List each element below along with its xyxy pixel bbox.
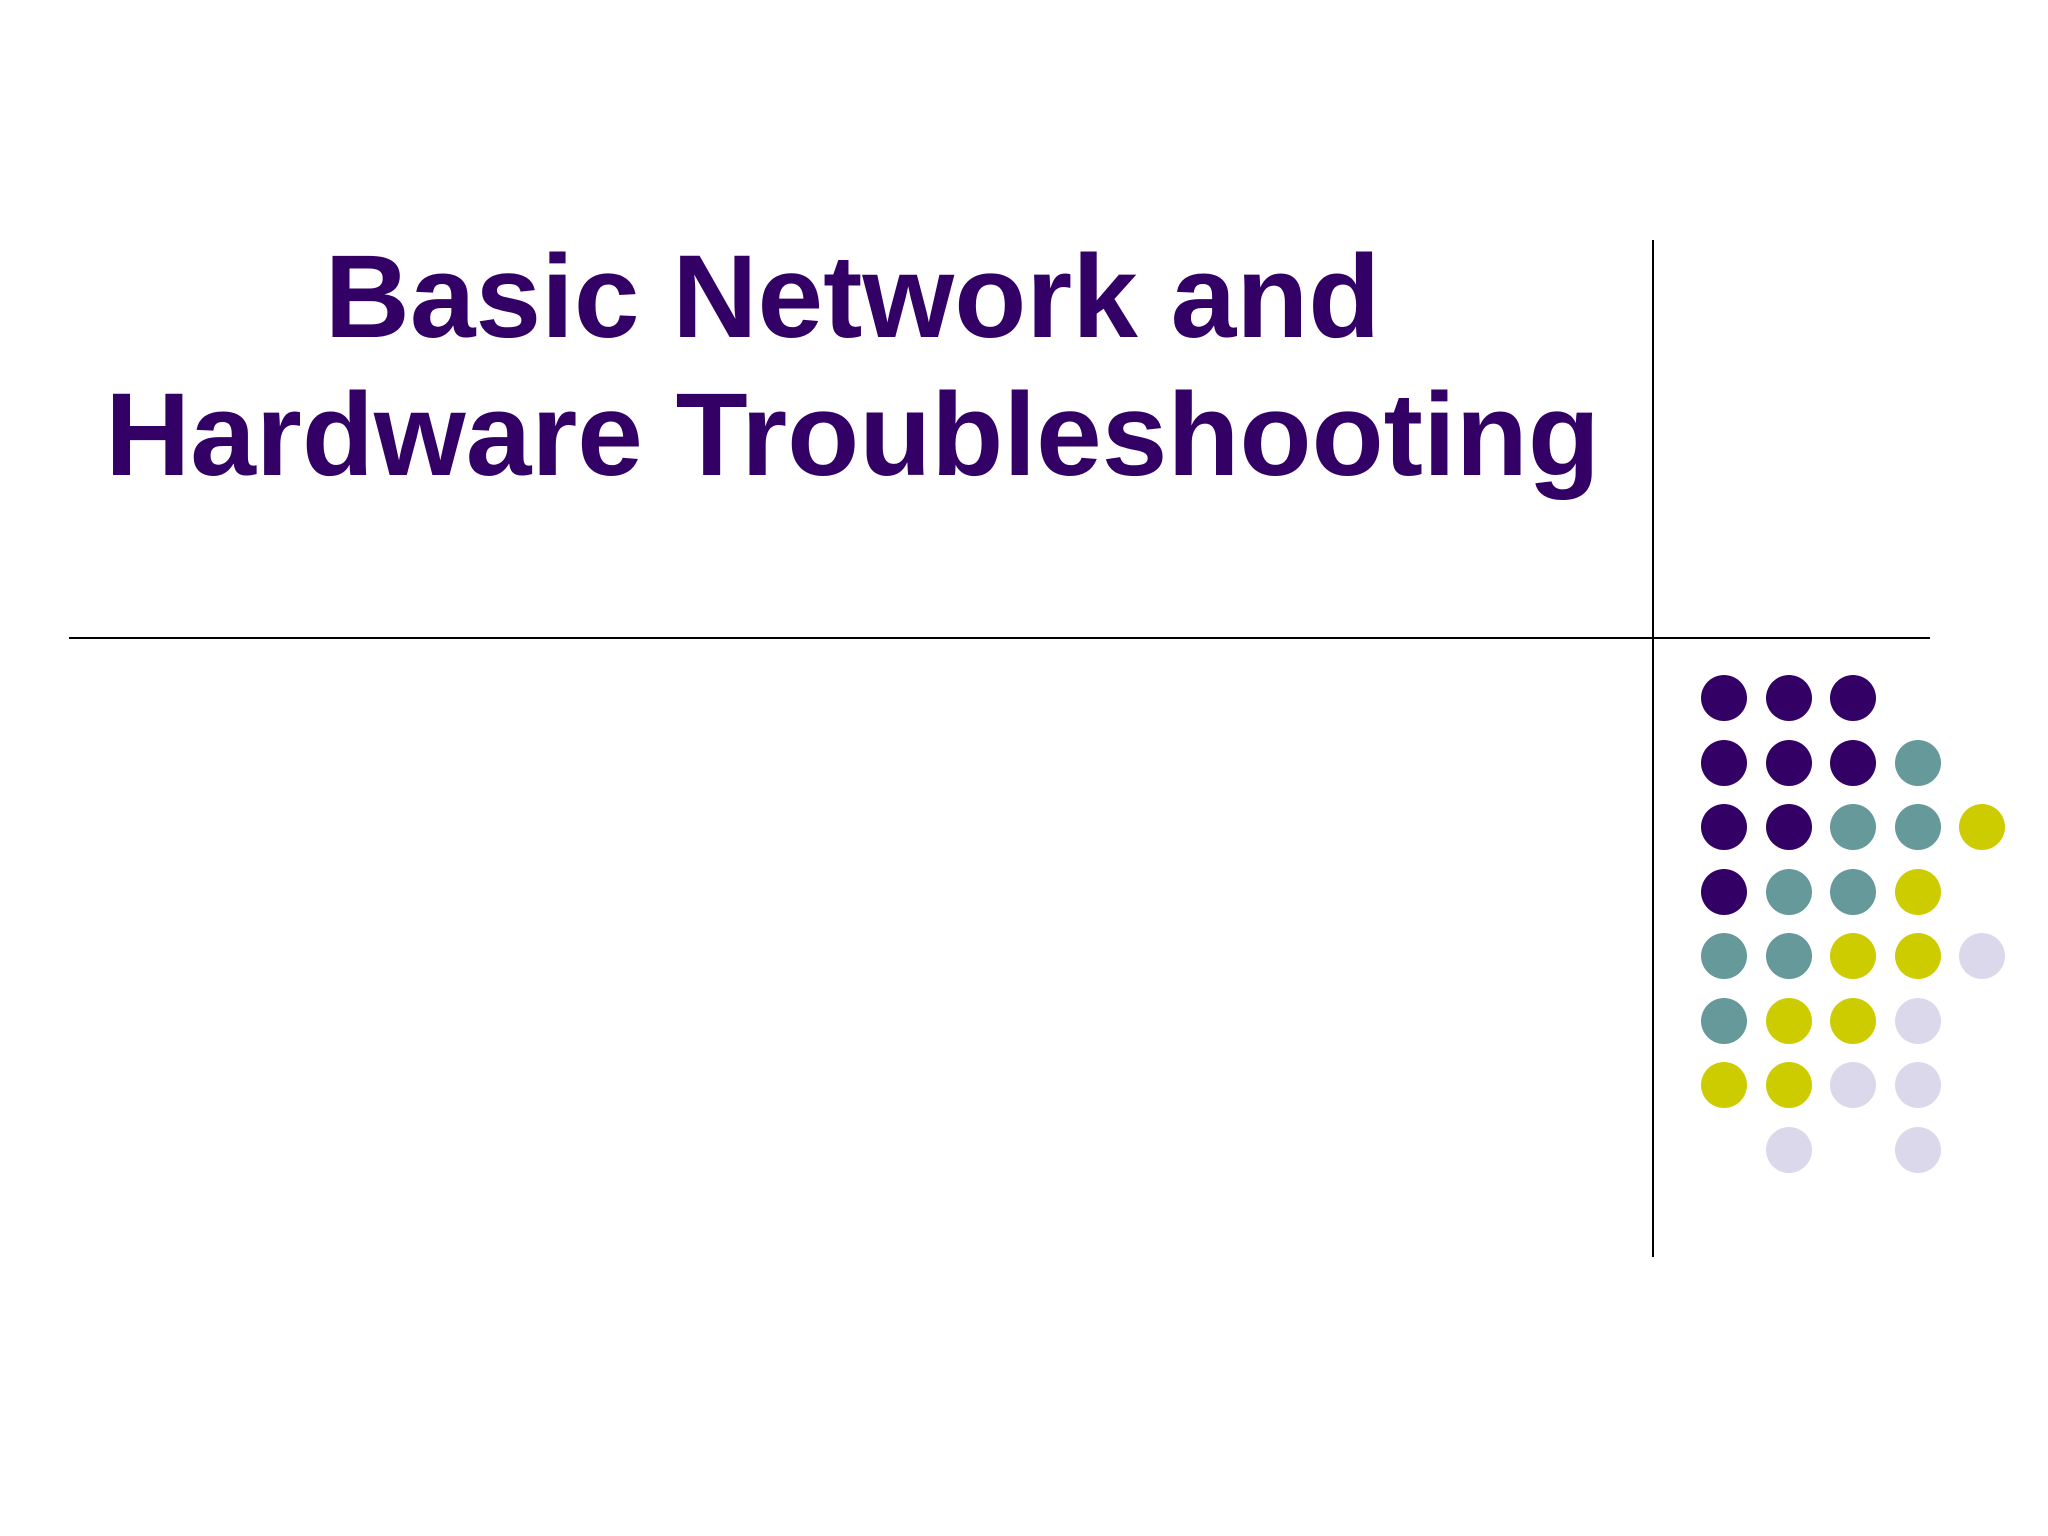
dot-yellow — [1894, 933, 1941, 979]
dot-teal — [1701, 997, 1747, 1044]
dot-lavender — [1894, 1062, 1941, 1108]
dot-purple — [1701, 804, 1747, 850]
dot-purple — [1765, 804, 1812, 850]
dot-yellow — [1894, 868, 1941, 915]
dot-teal — [1765, 868, 1812, 915]
dot-purple — [1701, 739, 1747, 786]
dot-purple — [1830, 739, 1876, 786]
dot-lavender — [1765, 1126, 1812, 1173]
dot-yellow — [1765, 1062, 1812, 1108]
dot-teal — [1765, 933, 1812, 979]
dot-teal — [1894, 804, 1941, 850]
dot-teal — [1701, 933, 1747, 979]
dot-yellow — [1701, 1062, 1747, 1108]
dot-teal — [1830, 868, 1876, 915]
dot-yellow — [1959, 804, 2005, 850]
dot-purple — [1830, 675, 1876, 721]
dot-yellow — [1830, 997, 1876, 1044]
slide-title: Basic Network and Hardware Troubleshooti… — [70, 228, 1635, 504]
dot-yellow — [1830, 933, 1876, 979]
horizontal-divider — [69, 637, 1930, 639]
dot-teal — [1830, 804, 1876, 850]
title-line-2: Hardware Troubleshooting — [105, 369, 1600, 501]
dot-lavender — [1830, 1062, 1876, 1108]
dot-teal — [1894, 739, 1941, 786]
dot-purple — [1701, 675, 1747, 721]
dot-purple — [1765, 675, 1812, 721]
vertical-divider — [1652, 240, 1654, 1257]
title-line-1: Basic Network and — [324, 231, 1381, 363]
dot-lavender — [1959, 933, 2005, 979]
dot-lavender — [1894, 1126, 1941, 1173]
dot-lavender — [1894, 997, 1941, 1044]
dot-yellow — [1765, 997, 1812, 1044]
dot-purple — [1765, 739, 1812, 786]
dot-purple — [1701, 868, 1747, 915]
